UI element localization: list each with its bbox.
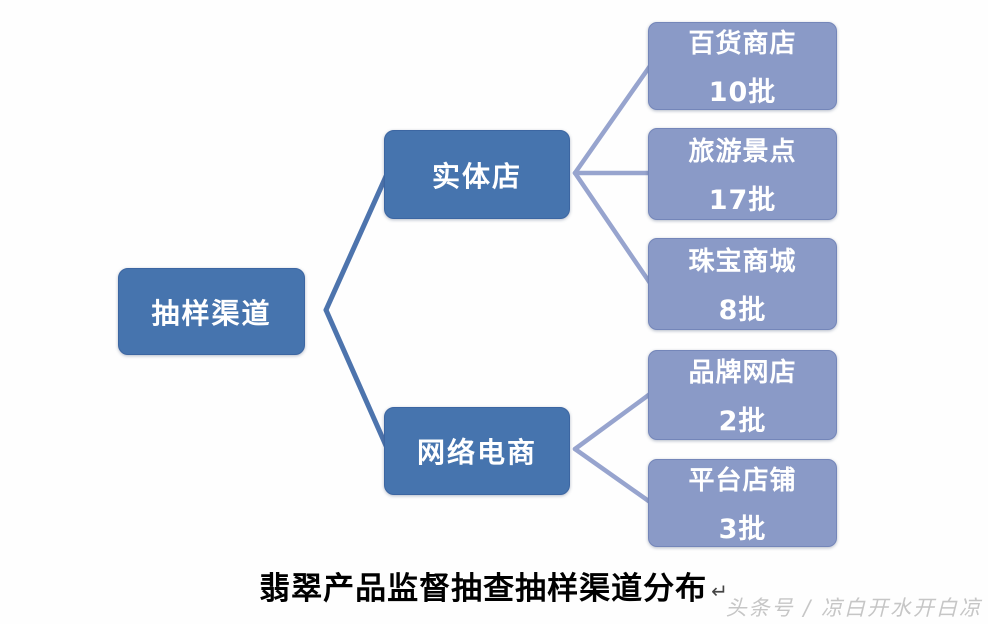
leaf-label: 品牌网店	[688, 358, 797, 388]
leaf-label: 珠宝商城	[688, 247, 797, 277]
node-department-store: 百货商店 10批	[648, 22, 837, 110]
return-mark-icon: ↵	[711, 578, 729, 603]
node-tourist-attraction: 旅游景点 17批	[648, 128, 837, 220]
node-sampling-channel: 抽样渠道	[118, 268, 305, 355]
connector-physical-to-department	[572, 63, 653, 176]
node-brand-online-shop: 品牌网店 2批	[648, 350, 837, 440]
diagram-title-text: 翡翠产品监督抽查抽样渠道分布	[259, 571, 708, 607]
leaf-value: 2批	[718, 406, 767, 437]
node-label: 网络电商	[416, 436, 537, 469]
node-jewelry-mall: 珠宝商城 8批	[648, 238, 837, 330]
leaf-value: 17批	[708, 185, 777, 216]
leaf-label: 旅游景点	[688, 137, 797, 167]
leaf-value: 3批	[718, 514, 767, 545]
connector-root-to-physical	[323, 171, 390, 313]
connector-physical-to-jewelry	[572, 170, 653, 286]
leaf-label: 平台店铺	[688, 466, 797, 496]
watermark: 头条号 / 凉白开水开白凉	[725, 596, 982, 620]
leaf-value: 8批	[718, 295, 767, 326]
node-physical-store: 实体店	[384, 130, 570, 219]
connector-online-to-brand	[572, 391, 653, 452]
connector-root-to-online	[323, 307, 390, 451]
node-label: 实体店	[431, 159, 522, 193]
connector-online-to-platform	[572, 446, 653, 505]
node-online-ecommerce: 网络电商	[384, 407, 570, 495]
diagram-title: 翡翠产品监督抽查抽样渠道分布↵	[259, 563, 729, 608]
node-label: 抽样渠道	[151, 296, 272, 330]
leaf-label: 百货商店	[688, 29, 797, 59]
leaf-value: 10批	[708, 77, 777, 108]
node-platform-shop: 平台店铺 3批	[648, 459, 837, 547]
